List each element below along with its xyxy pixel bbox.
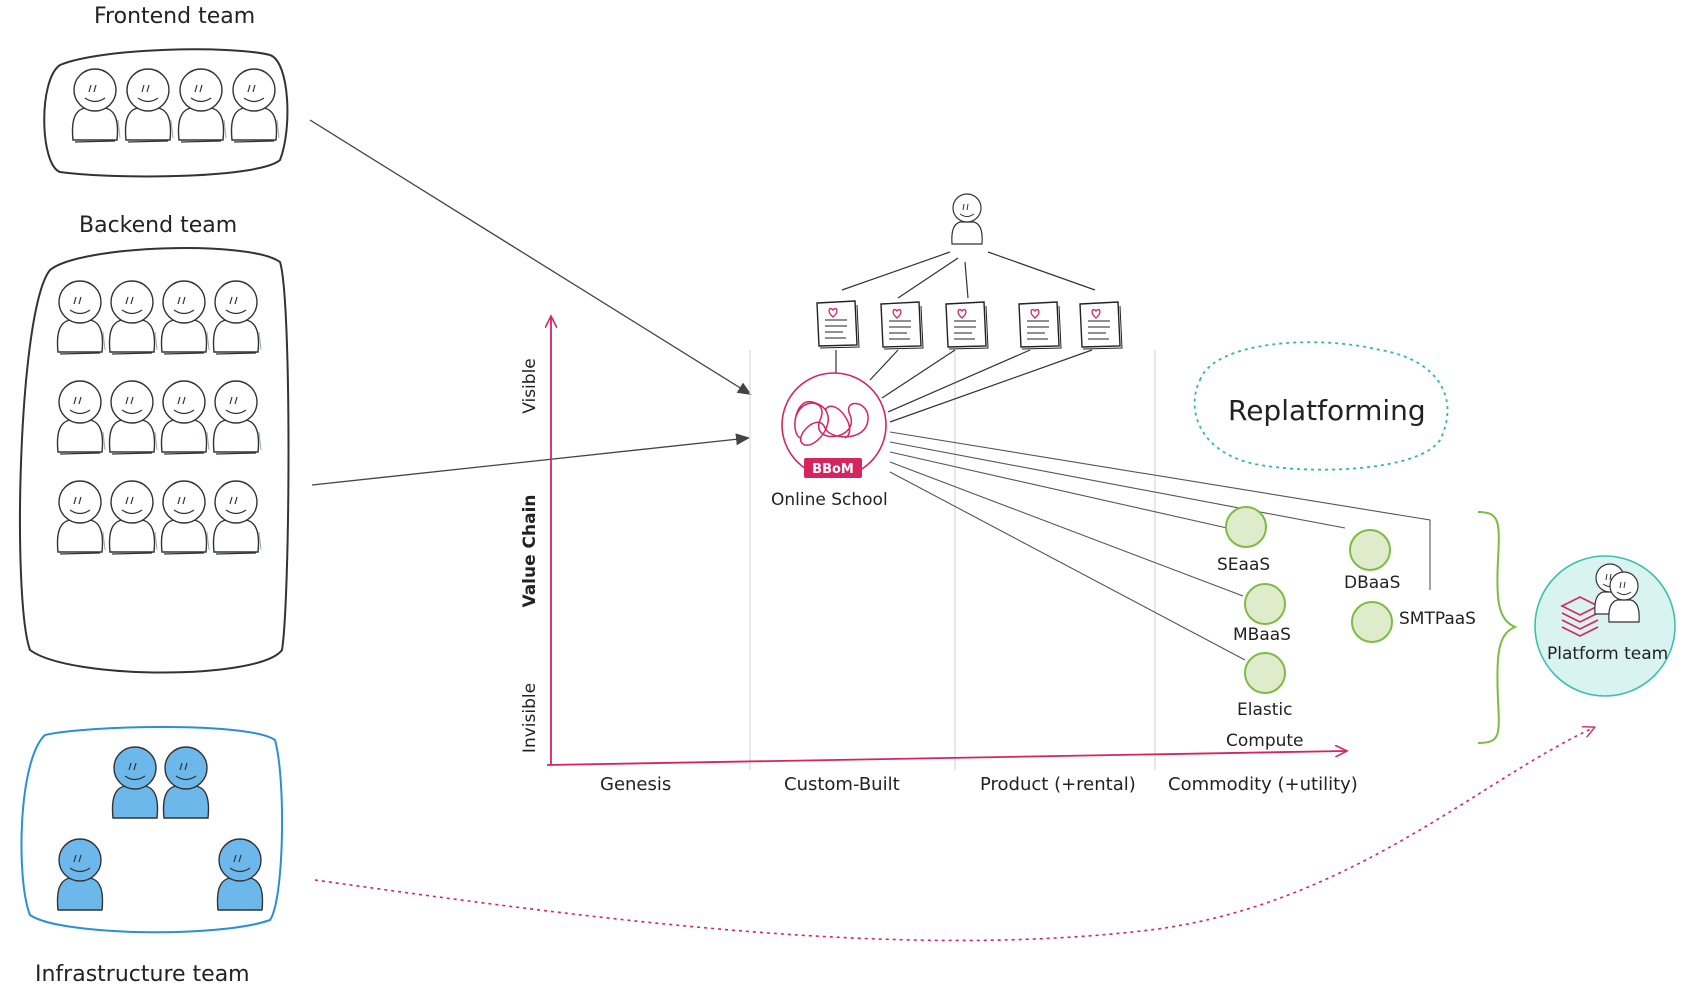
- person-icon: [108, 480, 158, 555]
- mbaas-node: [1244, 583, 1286, 625]
- online-school-label: Online School: [771, 490, 888, 510]
- backend-arrow: [311, 433, 750, 486]
- platform-team-label: Platform team: [1547, 644, 1669, 664]
- elastic-compute-label-line1: Elastic: [1237, 700, 1293, 720]
- person-icon: [162, 746, 210, 819]
- person-icon: [71, 68, 121, 143]
- invisible-label: Invisible: [520, 682, 540, 754]
- frontend-team-blob: [43, 48, 289, 178]
- person-icon: [56, 838, 104, 911]
- person-icon: [160, 480, 210, 555]
- smtpaas-node: [1351, 601, 1393, 643]
- person-icon: [56, 480, 106, 555]
- online-school-node: [781, 372, 887, 478]
- backend-team-label: Backend team: [79, 213, 238, 238]
- smtpaas-label: SMTPaaS: [1399, 609, 1476, 629]
- person-icon: [212, 480, 262, 555]
- value-chain-title: Value Chain: [520, 494, 540, 608]
- person-icon: [160, 380, 210, 455]
- visible-label: Visible: [520, 358, 540, 414]
- evolution-custom-built: Custom-Built: [784, 774, 900, 795]
- frontend-team: [43, 48, 289, 178]
- component-nodes: [1225, 506, 1393, 694]
- person-icon: [230, 68, 280, 143]
- user-to-needs-links: [841, 251, 1096, 299]
- backend-team-blob: [19, 247, 290, 674]
- user-icon: [951, 193, 983, 245]
- bbom-badge-bg: [804, 458, 862, 478]
- person-icon: [108, 280, 158, 355]
- mbaas-label: MBaaS: [1233, 625, 1291, 645]
- user-need-document-icon: [945, 301, 989, 350]
- person-icon: [56, 380, 106, 455]
- backend-team: [19, 247, 290, 674]
- frontend-team-label: Frontend team: [94, 4, 256, 29]
- person-icon: [216, 838, 264, 911]
- tangle-icon: [794, 401, 869, 446]
- dbaas-label: DBaaS: [1344, 573, 1401, 593]
- person-icon: [212, 380, 262, 455]
- person-icon: [56, 280, 106, 355]
- person-icon: [212, 280, 262, 355]
- frontend-arrow: [309, 119, 752, 396]
- infrastructure-team: [20, 726, 284, 934]
- elastic-compute-node: [1244, 652, 1286, 694]
- person-icon: [108, 380, 158, 455]
- user-need-document-icon: [1079, 301, 1123, 350]
- online-school-dependencies: [889, 431, 1431, 661]
- evolution-genesis: Genesis: [600, 774, 672, 795]
- evolution-dividers: [749, 350, 1156, 770]
- bbom-badge: BBoM: [812, 462, 854, 477]
- platform-brace: [1477, 511, 1518, 744]
- person-icon: [124, 68, 174, 143]
- infrastructure-team-label: Infrastructure team: [35, 962, 250, 987]
- evolution-product: Product (+rental): [980, 774, 1136, 795]
- replatforming-label: Replatforming: [1228, 394, 1426, 427]
- user-need-document-icon: [880, 301, 924, 350]
- person-icon: [160, 280, 210, 355]
- person-icon: [177, 68, 227, 143]
- needs-to-online-school-links: [835, 349, 1093, 423]
- evolution-axis: [546, 751, 1345, 766]
- user-need-document-icon: [1018, 301, 1062, 350]
- infrastructure-team-blob: [20, 726, 284, 934]
- platform-team-node: [1534, 555, 1676, 697]
- seaas-label: SEaaS: [1217, 555, 1271, 575]
- evolution-commodity: Commodity (+utility): [1168, 774, 1358, 795]
- person-icon: [111, 746, 159, 819]
- infrastructure-to-platform-arrow: [314, 728, 1593, 942]
- replatforming-cloud: [1193, 341, 1449, 471]
- dbaas-node: [1349, 529, 1391, 571]
- seaas-node: [1225, 506, 1267, 548]
- user-need-document-icon: [816, 300, 860, 349]
- elastic-compute-label-line2: Compute: [1226, 731, 1304, 751]
